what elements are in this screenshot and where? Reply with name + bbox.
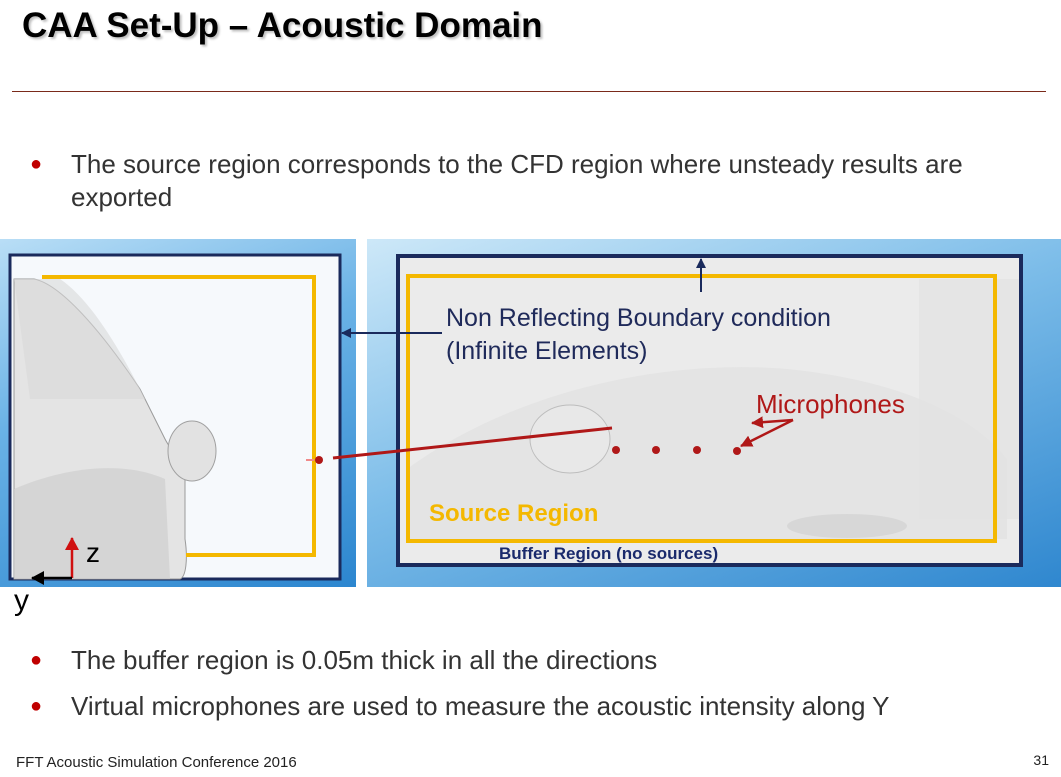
slide-title: CAA Set-Up – Acoustic Domain bbox=[22, 6, 543, 45]
slide-footer: FFT Acoustic Simulation Conference 2016 bbox=[16, 754, 297, 771]
side-mirror-shape bbox=[167, 420, 217, 482]
bullet-item: ● The buffer region is 0.05m thick in al… bbox=[30, 644, 657, 677]
bullet-dot-icon: ● bbox=[30, 695, 43, 717]
bullet-text: The source region corresponds to the CFD… bbox=[71, 149, 963, 212]
top-view-drawing bbox=[396, 254, 1023, 567]
axis-y-label: y bbox=[14, 584, 29, 617]
bullet-text: Virtual microphones are used to measure … bbox=[71, 691, 890, 721]
bullet-item: ● Virtual microphones are used to measur… bbox=[30, 690, 890, 723]
bullet-item: ● The source region corresponds to the C… bbox=[30, 148, 1030, 214]
bullet-dot-icon: ● bbox=[30, 153, 43, 175]
rear-mesh-block bbox=[919, 279, 1019, 519]
nrbc-label: Non Reflecting Boundary condition (Infin… bbox=[446, 302, 831, 368]
a-pillar-mesh bbox=[14, 279, 145, 399]
wheel-shadow bbox=[787, 514, 907, 538]
mirror-top-view bbox=[529, 404, 611, 474]
microphones-label: Microphones bbox=[756, 389, 905, 419]
top-view-panel bbox=[367, 239, 1061, 587]
source-region-label: Source Region bbox=[429, 500, 599, 527]
buffer-region-label: Buffer Region (no sources) bbox=[499, 544, 719, 563]
bullet-dot-icon: ● bbox=[30, 649, 43, 671]
bullet-text: The buffer region is 0.05m thick in all … bbox=[71, 645, 658, 675]
nrbc-label-line1: Non Reflecting Boundary condition bbox=[446, 304, 831, 332]
nrbc-label-line2: (Infinite Elements) bbox=[446, 337, 648, 365]
page-number: 31 bbox=[1033, 752, 1049, 768]
side-view-panel bbox=[0, 239, 356, 587]
door-panel-mesh bbox=[14, 468, 170, 579]
title-divider bbox=[12, 91, 1046, 92]
source-region-boundary-left bbox=[42, 275, 316, 557]
side-view-drawing bbox=[8, 253, 342, 581]
axis-z-label: z bbox=[86, 537, 100, 568]
